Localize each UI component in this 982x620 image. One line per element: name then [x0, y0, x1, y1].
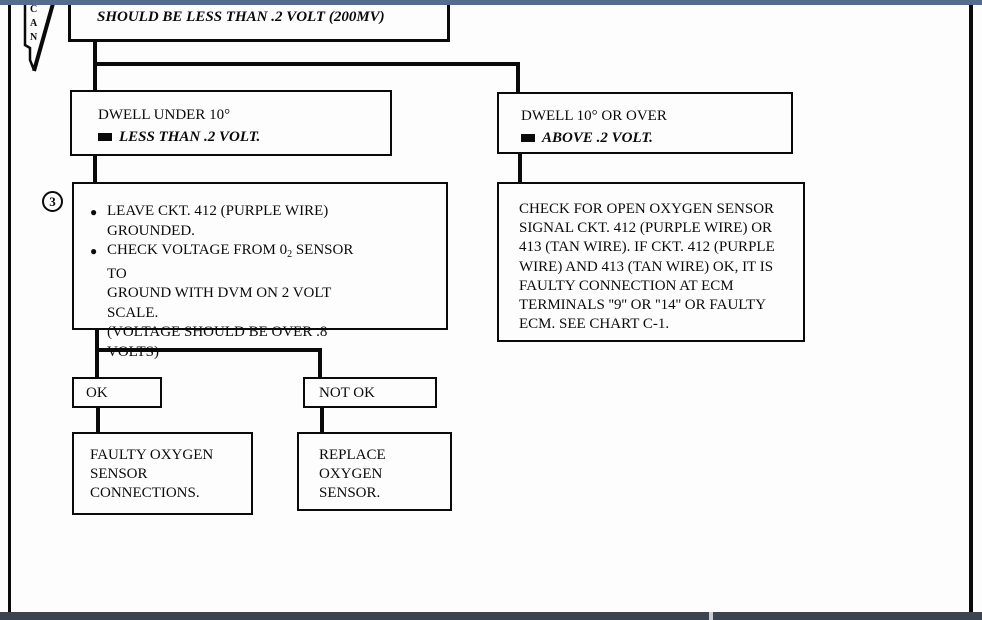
replace-sensor-box: REPLACE OXYGEN SENSOR. — [297, 432, 452, 511]
dwell-over-note: ABOVE .2 VOLT. — [521, 127, 791, 149]
dwell-under-note-text: LESS THAN .2 VOLT. — [119, 129, 261, 145]
scrollbar-thumb-tick[interactable] — [709, 612, 713, 620]
step-number-badge: 3 — [42, 191, 63, 212]
dwell-10-or-over-box: DWELL 10° OR OVER ABOVE .2 VOLT. — [497, 92, 793, 154]
connector-line — [96, 408, 100, 432]
square-bullet-icon — [521, 134, 535, 142]
engine-box-line2: SHOULD BE LESS THAN .2 VOLT (200MV) — [97, 9, 385, 25]
connector-line — [516, 62, 520, 94]
procedure-item-text: CHECK VOLTAGE FROM 0 — [107, 242, 288, 258]
top-window-edge-bar — [0, 0, 982, 5]
procedure-item-text: GROUNDED. — [107, 222, 195, 239]
check-ecm-line: 413 (TAN WIRE). IF CKT. 412 (PURPLE — [519, 239, 775, 256]
dwell-under-10-box: DWELL UNDER 10° LESS THAN .2 VOLT. — [70, 90, 392, 156]
faulty-connections-box: FAULTY OXYGEN SENSOR CONNECTIONS. — [72, 432, 253, 515]
procedure-list: ● LEAVE CKT. 412 (PURPLE WIRE) GROUNDED. ●… — [90, 202, 366, 362]
check-ecm-line: TERMINALS ''9'' OR ''14'' OR FAULTY — [519, 297, 767, 314]
banner-letter: C — [30, 4, 37, 15]
procedure-item-text: LEAVE CKT. 412 (PURPLE WIRE) — [107, 203, 329, 219]
oxygen-subscript: 2 — [287, 249, 293, 260]
connector-line — [318, 348, 322, 377]
connector-line — [95, 348, 322, 352]
procedure-box: ● LEAVE CKT. 412 (PURPLE WIRE) GROUNDED. ●… — [72, 182, 448, 360]
connector-line — [95, 330, 99, 377]
page-right-border-line — [969, 5, 973, 613]
faulty-box-line: CONNECTIONS. — [90, 485, 200, 501]
ok-label: OK — [86, 385, 108, 401]
bottom-scrollbar[interactable] — [0, 612, 982, 620]
procedure-item-text: (VOLTAGE SHOULD BE OVER .8 VOLTS) — [107, 324, 328, 360]
procedure-item-text: GROUND WITH DVM ON 2 VOLT SCALE. — [107, 285, 332, 321]
pennant-right-edge — [32, 0, 56, 72]
check-open-sensor-circuit-box: CHECK FOR OPEN OXYGEN SENSOR SIGNAL CKT.… — [497, 182, 805, 342]
dwell-over-title: DWELL 10° OR OVER — [521, 108, 667, 124]
connector-line — [320, 408, 324, 432]
dwell-under-note: LESS THAN .2 VOLT. — [98, 126, 390, 148]
procedure-item-text: SENSOR TO — [107, 242, 354, 282]
replace-box-line: OXYGEN — [319, 466, 383, 482]
check-ecm-line: SIGNAL CKT. 412 (PURPLE WIRE) OR — [519, 220, 773, 237]
banner-letter: A — [30, 18, 38, 29]
check-ecm-line: WIRE) AND 413 (TAN WIRE) OK, IT IS — [519, 258, 774, 275]
dwell-over-note-text: ABOVE .2 VOLT. — [542, 130, 653, 146]
not-ok-result-box: NOT OK — [303, 377, 437, 408]
check-ecm-line: ECM. SEE CHART C-1. — [519, 316, 670, 333]
faulty-box-line: FAULTY OXYGEN — [90, 447, 214, 463]
round-bullet-icon: ● — [90, 205, 98, 219]
round-bullet-icon: ● — [90, 244, 98, 258]
connector-line — [93, 42, 97, 92]
procedure-item: ● LEAVE CKT. 412 (PURPLE WIRE) GROUNDED. — [90, 202, 366, 241]
banner-letter: N — [30, 32, 38, 43]
check-ecm-line: CHECK FOR OPEN OXYGEN SENSOR — [519, 201, 775, 217]
faulty-box-line: SENSOR — [90, 466, 148, 482]
replace-box-line: REPLACE — [319, 447, 386, 463]
scan-pennant-banner: C A N — [23, 0, 56, 72]
connector-line — [518, 154, 522, 182]
square-bullet-icon — [98, 133, 112, 141]
connector-line — [93, 62, 520, 66]
pennant-left-edge — [23, 0, 36, 71]
check-ecm-line: FAULTY CONNECTION AT ECM — [519, 277, 734, 294]
page-left-border-line — [8, 0, 11, 612]
dwell-under-title: DWELL UNDER 10° — [98, 107, 231, 123]
not-ok-label: NOT OK — [319, 385, 375, 401]
ok-result-box: OK — [72, 377, 162, 408]
engine-running-voltage-box: ENGINE RUNNING: SENSOR VOLTAGE SHOULD BE… — [68, 0, 450, 42]
connector-line — [93, 156, 97, 182]
replace-box-line: SENSOR. — [319, 485, 381, 501]
